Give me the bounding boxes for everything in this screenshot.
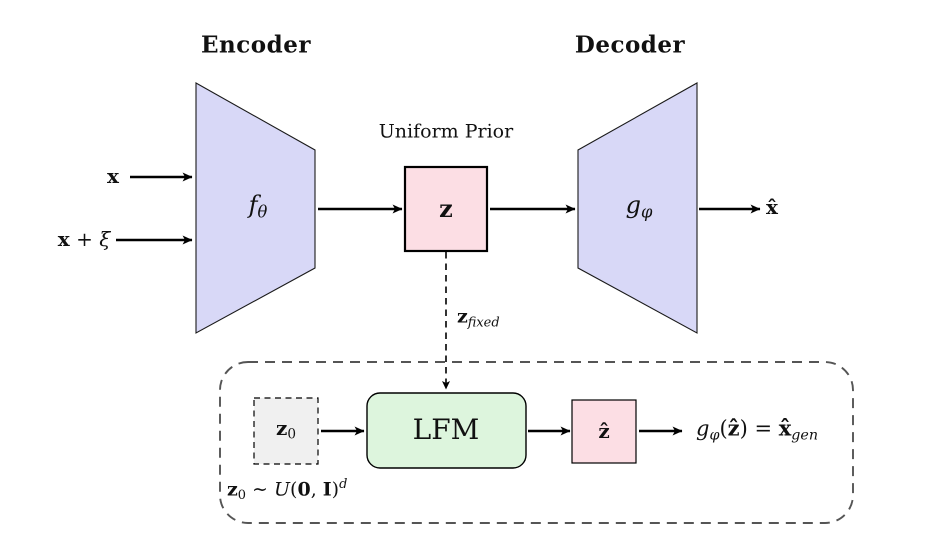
latent-z-box: [403, 165, 489, 253]
formula-x-hat: x̂: [778, 415, 792, 441]
decoder-trapezoid: [577, 82, 698, 334]
uniform-prior-label: Uniform Prior: [378, 120, 514, 143]
encoder-fn-sub: θ: [257, 202, 268, 222]
formula-z-hat: ẑ: [727, 415, 740, 441]
dist-sim: ∼: [246, 478, 275, 501]
dist-z-sub: 0: [237, 487, 247, 503]
formula-gen-sub: gen: [791, 427, 819, 444]
decoder-fn-base: g: [625, 191, 641, 220]
dist-open-paren: (: [290, 478, 298, 501]
latent-z-label: z: [439, 194, 453, 223]
generation-formula: gφ(ẑ) = x̂gen: [696, 417, 818, 442]
formula-equals: =: [747, 416, 779, 441]
z0-label: z0: [276, 418, 296, 442]
decoder-fn-sub: φ: [640, 202, 653, 222]
z-fixed-sub: fixed: [467, 315, 500, 331]
input-noise-plus: +: [69, 227, 100, 251]
dist-comma: ,: [310, 478, 323, 501]
z0-sample-box: [253, 397, 319, 465]
z-fixed-label: zfixed: [457, 305, 500, 331]
dist-dim-sup: d: [339, 477, 348, 493]
input-noise-label: x + ξ: [58, 229, 110, 249]
formula-close-paren: ): [739, 416, 748, 441]
z-fixed-base: z: [457, 305, 468, 328]
formula-g: g: [696, 416, 710, 441]
encoder-trapezoid: [195, 82, 316, 334]
sampling-container-box: [219, 361, 854, 524]
dist-zero: 0: [297, 478, 311, 501]
input-noise-xi: ξ: [99, 227, 111, 251]
formula-g-sub: φ: [709, 427, 720, 444]
encoder-fn-base: f: [248, 191, 258, 220]
encoder-fn-label: fθ: [249, 193, 268, 221]
z0-distribution-label: z0 ∼ U(0, I)d: [227, 477, 348, 503]
formula-open-paren: (: [719, 416, 728, 441]
decoder-fn-label: gφ: [626, 193, 653, 221]
input-x-label: x: [107, 164, 119, 188]
dist-z: z: [227, 478, 238, 501]
decoder-title: Decoder: [574, 31, 686, 59]
z-hat-box: [571, 399, 637, 464]
dist-uniform-u: U: [274, 478, 291, 501]
dist-close-paren: ): [331, 478, 340, 501]
z0-sub: 0: [287, 426, 297, 443]
input-noise-x: x: [57, 227, 70, 251]
lfm-box: [366, 392, 527, 469]
encoder-title: Encoder: [201, 31, 311, 59]
z0-base: z: [275, 415, 288, 440]
dist-identity: I: [322, 478, 332, 501]
output-x-hat-label: x̂: [766, 195, 778, 219]
z-hat-label: ẑ: [598, 419, 610, 443]
lfm-label: LFM: [412, 413, 480, 446]
